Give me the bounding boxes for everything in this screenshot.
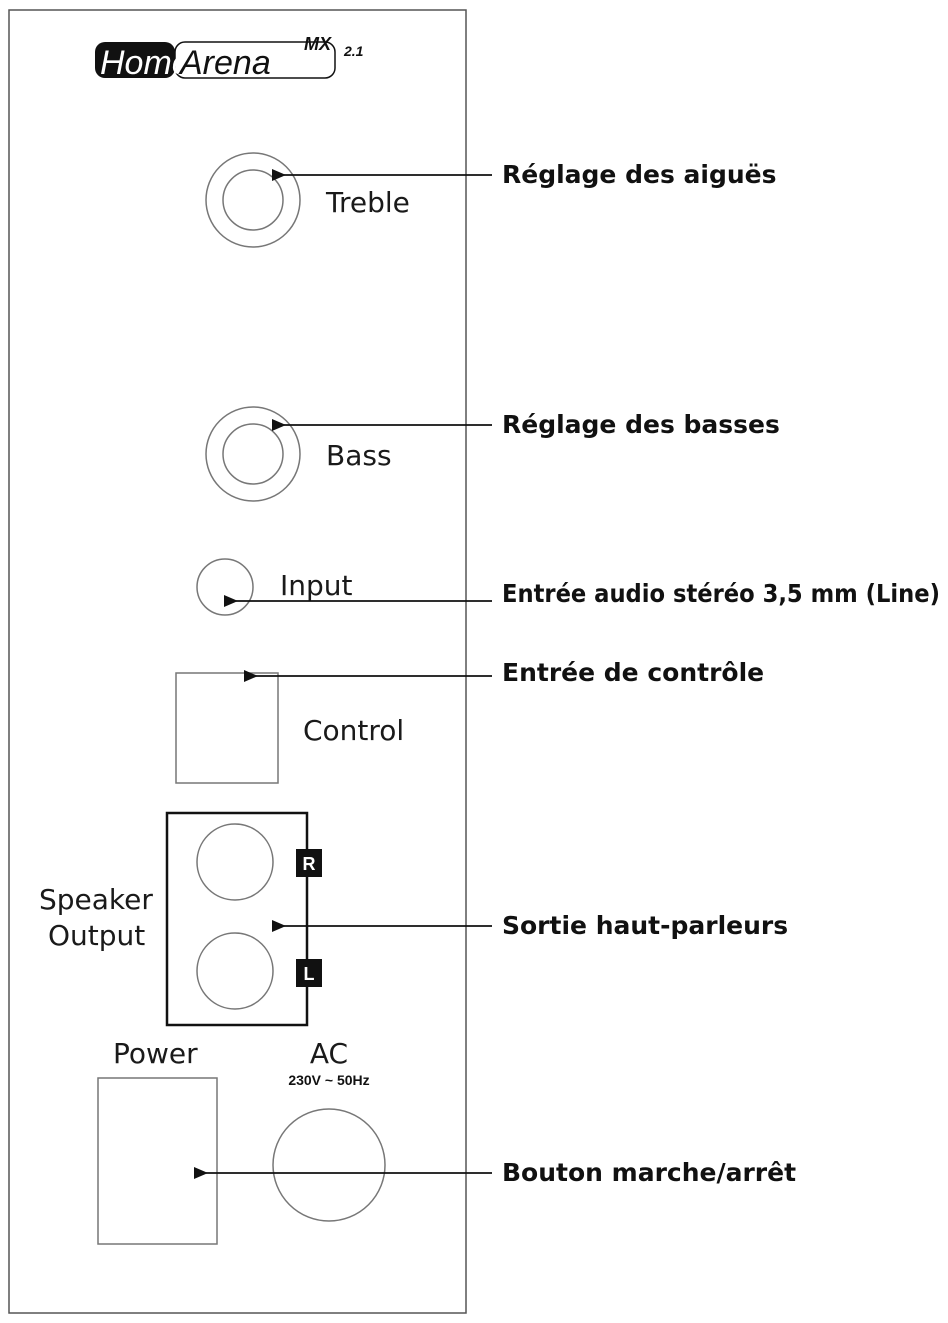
left-badge-text: L: [304, 964, 315, 984]
input-label: Input: [280, 569, 353, 602]
bass-knob[interactable]: [205, 406, 301, 502]
left-badge: [296, 959, 322, 987]
speaker-right-terminal[interactable]: [196, 823, 274, 901]
treble-annotation: Réglage des aiguës: [502, 160, 777, 189]
logo-model-text: MX: [304, 34, 332, 54]
speaker-output-label-line1: Speaker: [39, 883, 153, 916]
right-badge-text: R: [303, 854, 316, 874]
input-jack[interactable]: [196, 558, 254, 616]
logo-version-text: 2.1: [343, 43, 364, 59]
bass-label: Bass: [326, 439, 392, 472]
bass-annotation: Réglage des basses: [502, 410, 780, 439]
treble-knob[interactable]: [205, 152, 301, 248]
power-annotation: Bouton marche/arrêt: [502, 1158, 796, 1187]
control-port[interactable]: [175, 672, 279, 784]
logo-home-text: Home: [100, 44, 191, 82]
logo-home-box: [95, 42, 175, 78]
speaker-output-block: [165, 811, 309, 1027]
input-annotation: Entrée audio stéréo 3,5 mm (Line): [502, 579, 940, 608]
logo-arena-outline: [174, 41, 336, 79]
brand-logo: Home Arena MX 2.1: [95, 34, 364, 82]
treble-label: Treble: [325, 186, 410, 219]
ac-socket[interactable]: [272, 1108, 386, 1222]
treble-knob-outer: [205, 152, 301, 248]
power-label: Power: [113, 1037, 198, 1070]
bass-knob-outer: [205, 406, 301, 502]
bass-knob-inner: [222, 423, 284, 485]
logo-arena-text: Arena: [178, 44, 271, 82]
right-badge: [296, 849, 322, 877]
speaker-left-terminal[interactable]: [196, 932, 274, 1010]
speaker-output-label-line2: Output: [48, 919, 145, 952]
treble-knob-inner: [222, 169, 284, 231]
ac-label: AC: [310, 1037, 348, 1070]
ac-spec-label: 230V ~ 50Hz: [288, 1072, 369, 1088]
control-annotation: Entrée de contrôle: [502, 658, 764, 687]
power-switch[interactable]: [97, 1077, 218, 1245]
control-label: Control: [303, 714, 404, 747]
rear-panel: [8, 9, 467, 1314]
speaker-annotation: Sortie haut-parleurs: [502, 911, 788, 940]
